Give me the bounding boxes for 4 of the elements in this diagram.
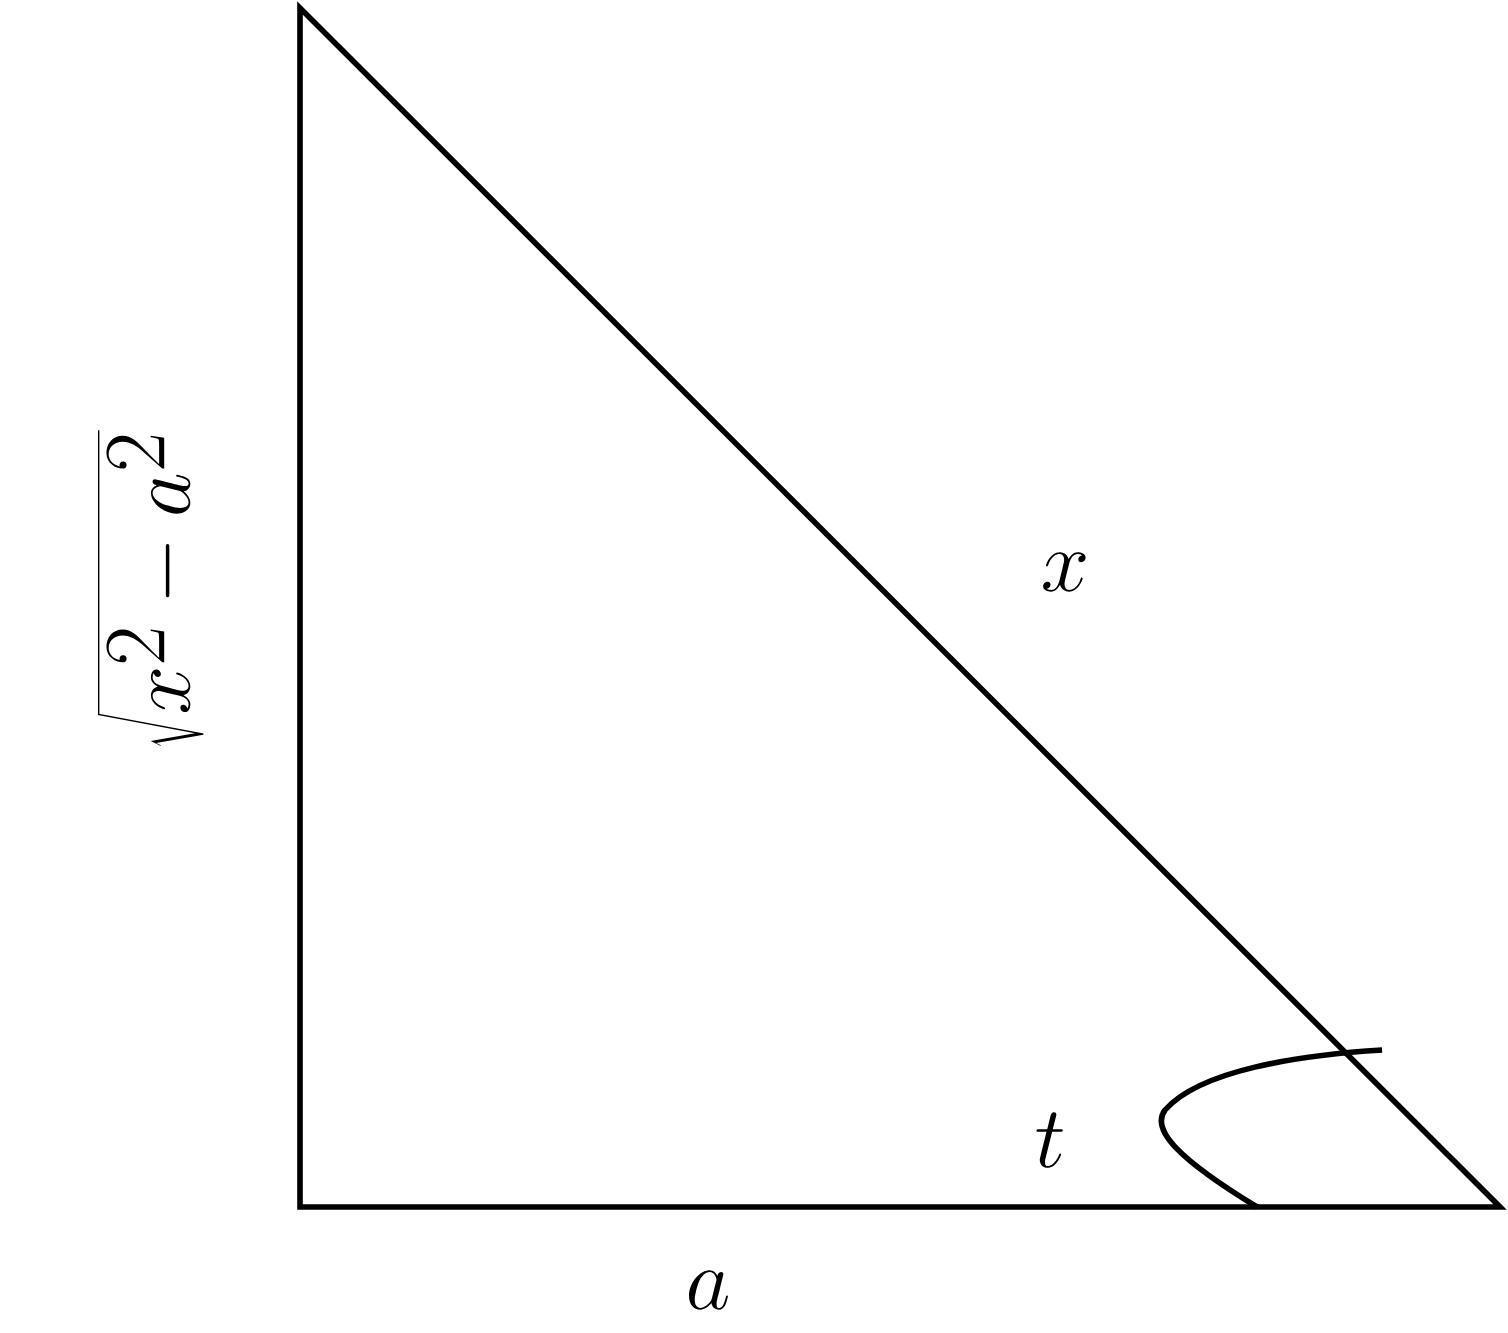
side-label: $\sqrt{x^2 - a^2}$: [97, 430, 204, 746]
angle-label: $t$: [1036, 1112, 1063, 1168]
side-label: $x$: [1043, 552, 1086, 592]
side-label: $a$: [689, 1270, 728, 1310]
